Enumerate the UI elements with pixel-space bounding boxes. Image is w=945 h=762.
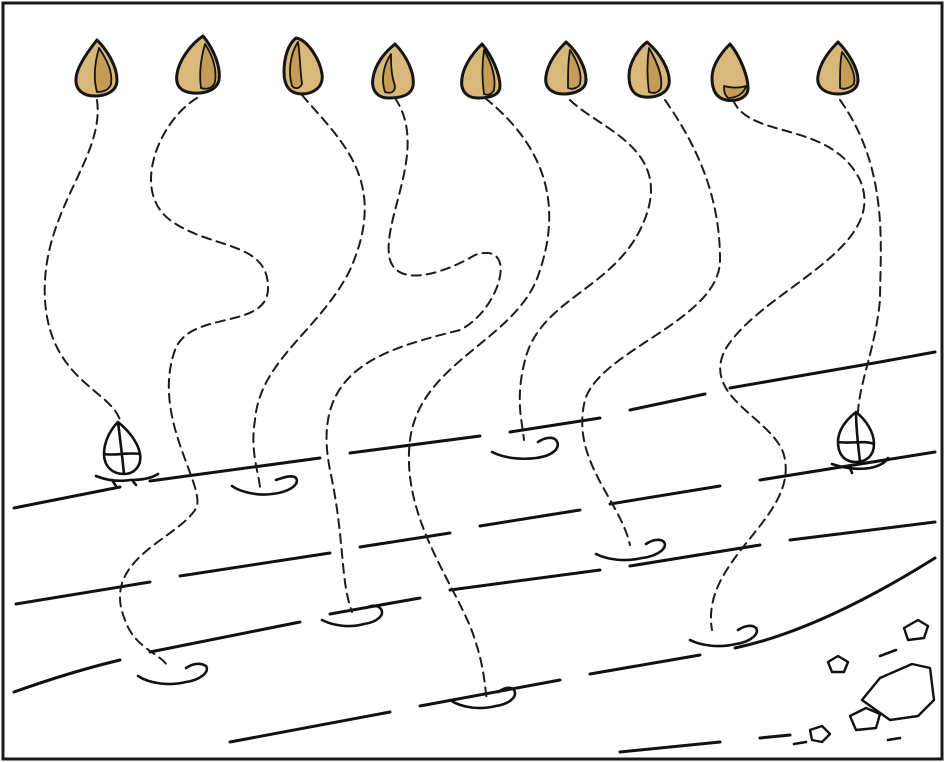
illustration-frame: [3, 3, 942, 759]
